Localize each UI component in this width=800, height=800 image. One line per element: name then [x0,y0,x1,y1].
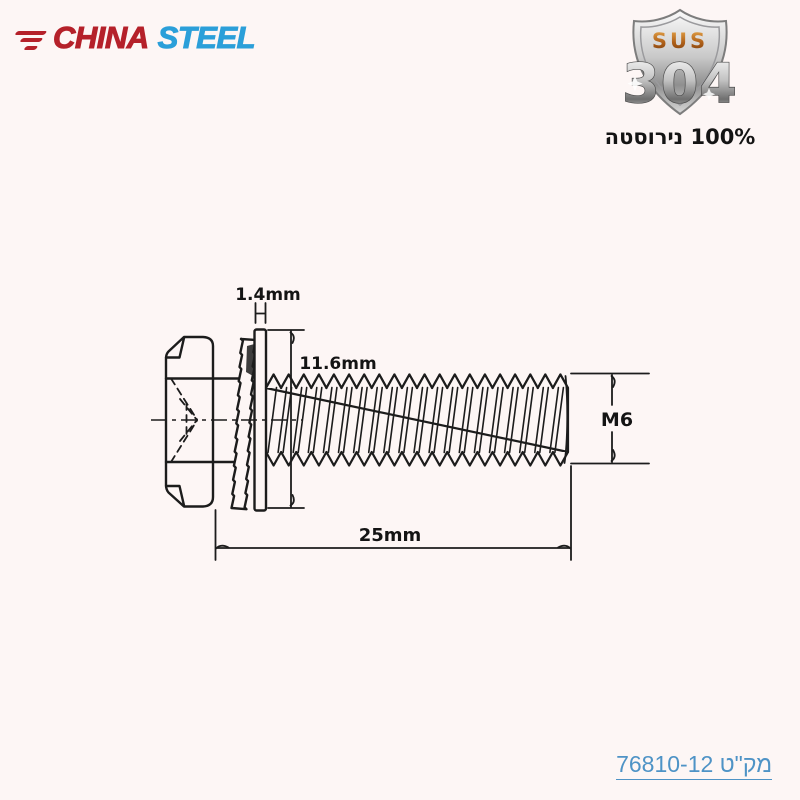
sparkle-icon [702,88,716,101]
thread-end-cap [563,375,569,464]
shield-icon: SUS 304 [621,8,738,116]
head-facet-lines [164,377,215,464]
washer-shadow [246,344,255,376]
head-chamfer-top [164,336,186,359]
shield-sus-label: SUS [652,29,708,53]
screw-head [164,335,215,508]
threaded-shaft [264,373,570,467]
shield-shape [632,8,728,116]
quality-badge: SUS 304 100% נירוסטה [590,4,770,149]
brand-logo: CHINA STEEL [14,20,256,56]
dim-washer-thickness: 1.4mm [235,285,301,324]
washer-thickness-label: 1.4mm [235,285,301,305]
dim-screw-length: 25mm [214,465,572,561]
dim-thread-size: M6 [570,372,650,465]
speed-lines-icon [14,30,48,50]
screw-length-label: 25mm [359,525,422,546]
badge-caption: 100% נירוסטה [604,125,756,149]
brand-name-steel: STEEL [157,20,256,56]
technical-drawing: 1.4mm 11.6mm M6 25mm [151,285,650,561]
sku-link[interactable]: מק"ט 76810-12 [616,751,772,780]
thread-size-label: M6 [601,409,633,431]
washer-diameter-label: 11.6mm [299,354,376,374]
spring-washer [230,337,258,511]
head-chamfer-bottom [164,484,186,507]
sparkle-icon [627,76,643,92]
dim-washer-diameter: 11.6mm [267,329,377,509]
brand-name-china: CHINA [53,20,150,56]
